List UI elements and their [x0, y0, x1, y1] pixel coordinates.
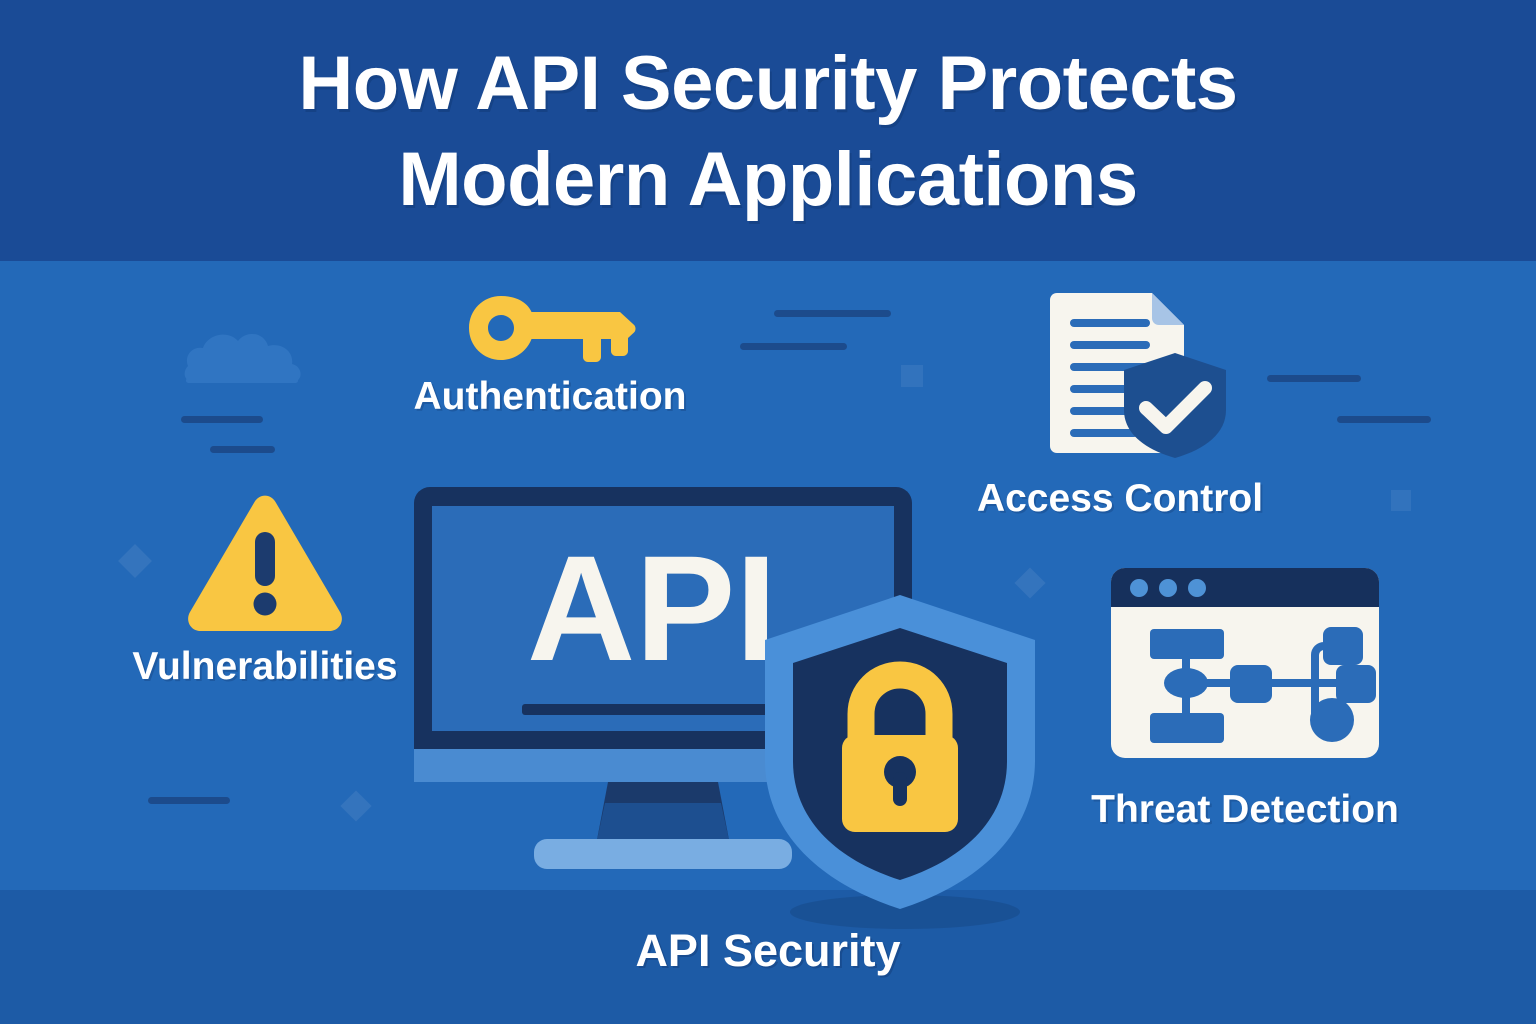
monitor-screen-text: API	[527, 524, 777, 692]
key-icon-wrap	[390, 294, 710, 367]
warning-triangle-icon	[188, 495, 342, 631]
document-shield-check-icon	[1050, 293, 1226, 458]
footer-background-band	[0, 890, 1536, 1024]
warning-triangle-icon-wrap	[100, 492, 430, 639]
document-shield-check-icon-wrap	[964, 292, 1310, 467]
bottom-caption-text: API Security	[635, 925, 901, 976]
shield-padlock-icon[interactable]	[757, 592, 1043, 912]
feature-threat-detection-label: Threat Detection	[1091, 788, 1399, 831]
page-title: How API Security Protects Modern Applica…	[0, 36, 1536, 228]
feature-access-control[interactable]: Access Control	[930, 292, 1310, 521]
browser-network-diagram-icon-wrap	[1060, 565, 1430, 770]
title-line-2: Modern Applications	[398, 137, 1138, 222]
shield-graphic	[765, 595, 1035, 909]
feature-access-control-label: Access Control	[976, 477, 1264, 520]
feature-authentication-label: Authentication	[413, 375, 687, 418]
browser-network-diagram-icon	[1111, 568, 1379, 758]
header-band	[0, 0, 1536, 261]
feature-vulnerabilities-label: Vulnerabilities	[132, 645, 398, 688]
feature-vulnerabilities[interactable]: Vulnerabilities	[100, 492, 430, 689]
feature-threat-detection[interactable]: Threat Detection	[1060, 565, 1430, 832]
bottom-caption: API Security	[0, 925, 1536, 977]
key-icon	[469, 296, 636, 362]
feature-authentication[interactable]: Authentication	[390, 294, 710, 419]
title-line-1: How API Security Protects	[298, 41, 1238, 126]
